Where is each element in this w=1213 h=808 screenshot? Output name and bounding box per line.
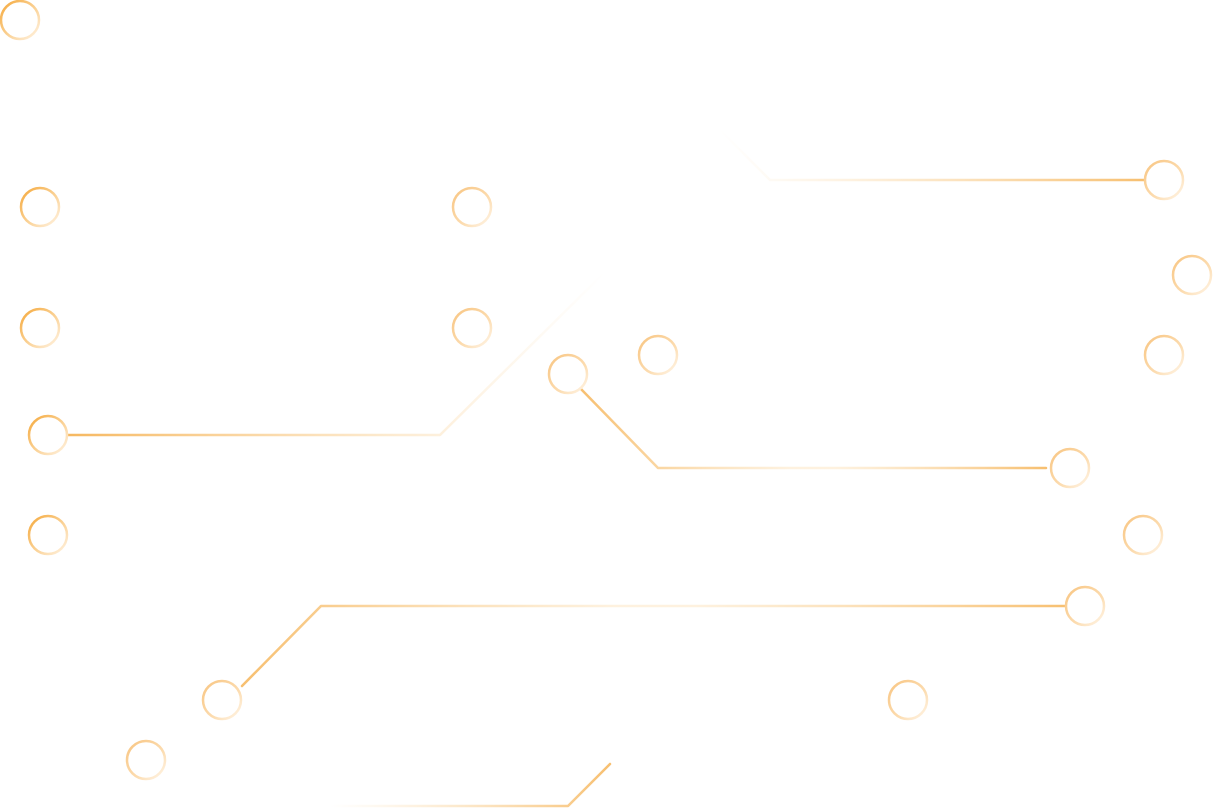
circuit-node-icon <box>1064 585 1106 627</box>
circuit-node-icon <box>1049 447 1091 489</box>
circuit-node-icon <box>887 679 929 721</box>
circuit-node-icon <box>1143 159 1185 201</box>
circuit-node-icon <box>27 514 69 556</box>
circuit-node-icon <box>1143 334 1185 376</box>
trace-8 <box>578 386 1048 470</box>
circuit-node-icon <box>19 186 61 228</box>
circuit-node-icon <box>451 186 493 228</box>
node-group <box>0 0 1213 781</box>
trace-group <box>38 18 1174 808</box>
circuit-node-icon <box>201 679 243 721</box>
circuit-node-icon <box>27 414 69 456</box>
circuit-node-icon <box>19 307 61 349</box>
circuit-node-icon <box>1122 514 1164 556</box>
trace-7 <box>66 270 607 437</box>
circuit-node-icon <box>637 334 679 376</box>
circuit-node-icon <box>0 0 41 41</box>
circuit-node-icon <box>125 739 167 781</box>
circuit-node-icon <box>1171 254 1213 296</box>
trace-2 <box>718 128 1147 182</box>
circuit-node-icon <box>451 307 493 349</box>
trace-11 <box>240 604 1070 688</box>
trace-13 <box>328 762 612 808</box>
circuit-node-icon <box>547 353 589 395</box>
